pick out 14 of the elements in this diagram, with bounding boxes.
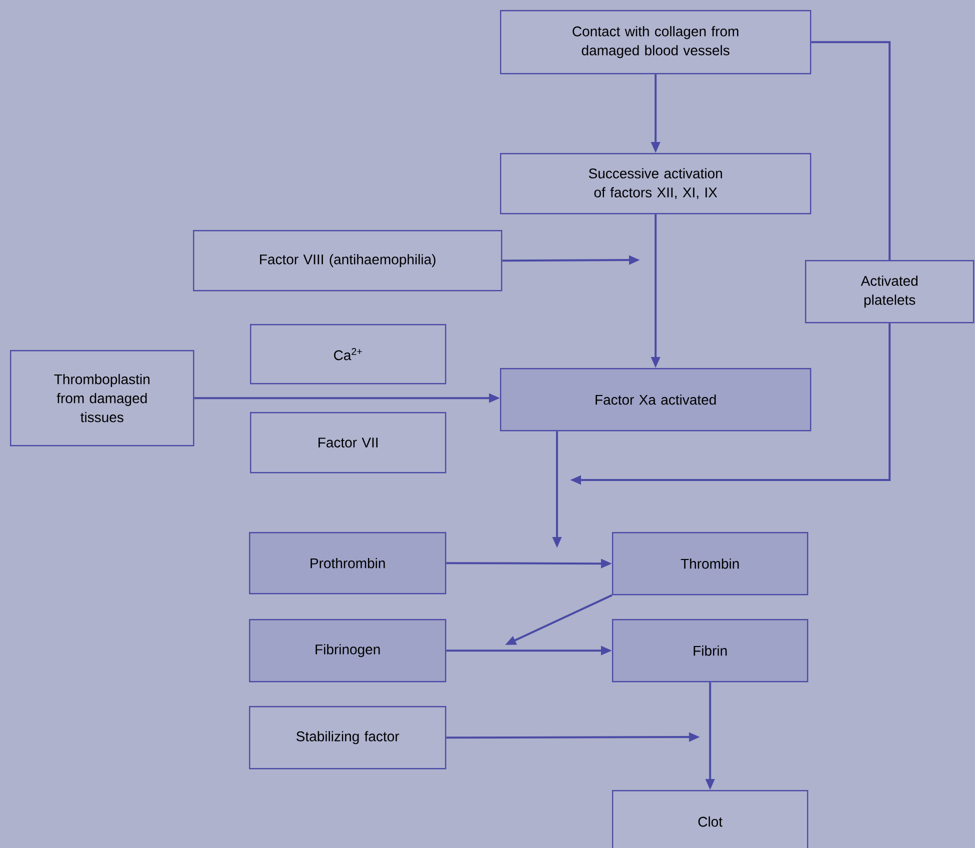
process-box: Fibrinogen bbox=[249, 619, 446, 682]
process-box: Clot bbox=[612, 790, 808, 848]
process-box: Factor VIII (antihaemophilia) bbox=[193, 230, 502, 292]
process-box: Thromboplastin from damaged tissues bbox=[10, 350, 194, 446]
process-box: Prothrombin bbox=[249, 532, 446, 594]
process-box: Contact with collagen from damaged blood vessels bbox=[500, 10, 812, 74]
process-box: Thrombin bbox=[612, 532, 808, 596]
process-box: Activated platelets bbox=[805, 260, 974, 324]
process-box: Successive activation of factors XII, XI, IX bbox=[500, 153, 812, 214]
process-box: Ca$^{2+}$ bbox=[250, 324, 446, 384]
process-box: Factor VII bbox=[250, 412, 446, 474]
process-box: Fibrin bbox=[612, 619, 808, 682]
process-box: Stabilizing factor bbox=[249, 706, 446, 770]
process-box: Factor Xa activated bbox=[500, 368, 812, 432]
